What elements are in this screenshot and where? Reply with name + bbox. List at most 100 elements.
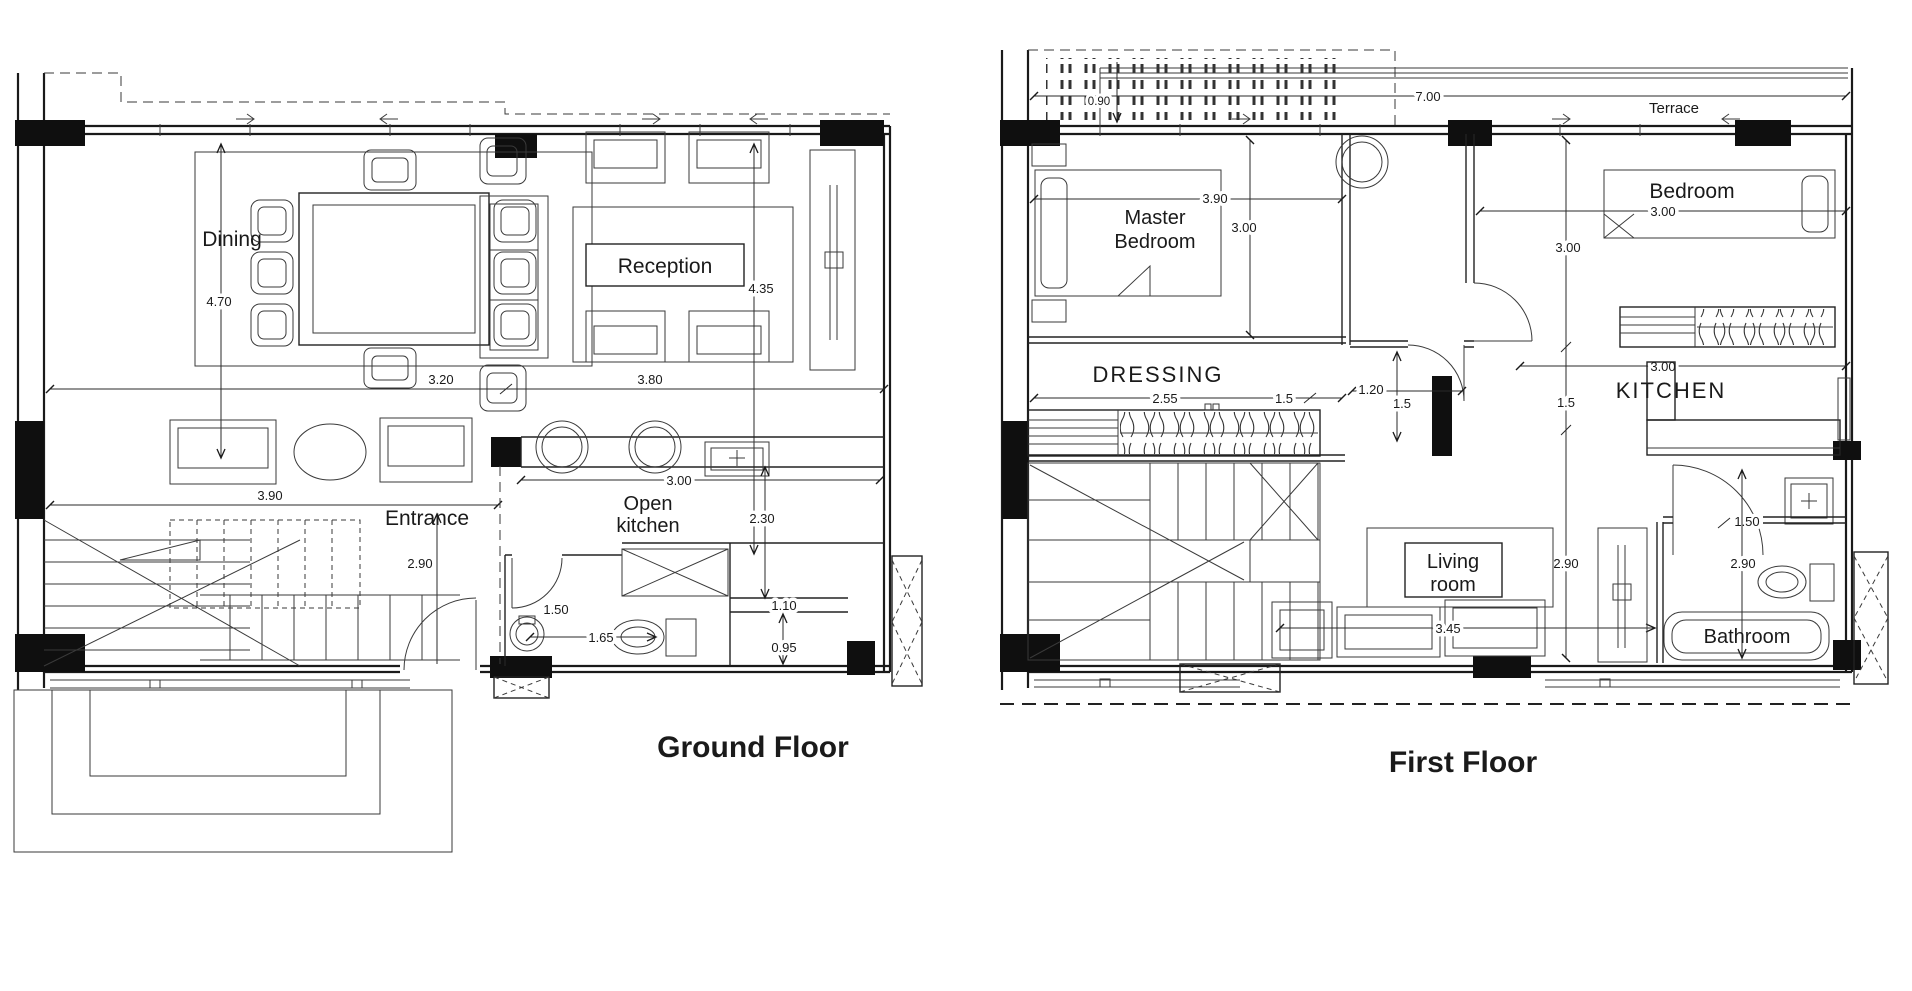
dim-kitchen-side: 1.5 xyxy=(1557,395,1575,410)
dim-master-width: 3.90 xyxy=(1202,191,1227,206)
terrace-label: Terrace xyxy=(1649,100,1699,117)
porch-vent xyxy=(493,676,550,699)
open-kitchen-label-2: kitchen xyxy=(616,515,679,537)
pillow xyxy=(1040,177,1068,289)
column xyxy=(1000,120,1060,146)
dim-store-depth: 0.95 xyxy=(771,640,796,655)
sitting-area xyxy=(169,417,473,485)
tv-unit xyxy=(809,149,856,371)
entrance-door-arc xyxy=(403,597,477,671)
column xyxy=(847,641,875,675)
column xyxy=(1833,640,1861,670)
bed xyxy=(1603,169,1836,239)
front-steps xyxy=(13,676,550,853)
dim-stair-width: 3.90 xyxy=(257,488,282,503)
ground-floor-title: Ground Floor xyxy=(657,731,849,764)
dim-living-depth: 2.90 xyxy=(1553,556,1578,571)
column xyxy=(15,634,85,672)
column xyxy=(1000,634,1060,672)
dim-entrance-depth: 2.90 xyxy=(407,556,432,571)
first-floor-columns xyxy=(1000,120,1861,678)
wc-area: 1.50 1.65 1.10 0.95 xyxy=(504,542,884,666)
living-room-area: Living room 3.45 xyxy=(1271,527,1657,663)
terrace-railing xyxy=(1046,58,1338,120)
dim-kitchen-width: 3.00 xyxy=(666,473,691,488)
washer-icon xyxy=(1784,477,1834,525)
column xyxy=(1448,120,1492,146)
ground-stairs xyxy=(43,519,460,667)
wc-door-arc xyxy=(511,557,563,609)
dim-dressing-width: 2.55 xyxy=(1152,391,1177,406)
ground-floor-walls xyxy=(16,72,892,690)
dressing-wardrobe xyxy=(1027,403,1321,457)
dim-kitchen-door: 1.50 xyxy=(1734,514,1759,529)
reception-area: Reception 4.35 xyxy=(479,131,856,556)
plus-icon xyxy=(1801,493,1817,509)
column xyxy=(1432,376,1452,456)
window-swing-icon xyxy=(1232,113,1740,125)
ground-floor-plan: Dining 4.70 Reception 4.35 xyxy=(13,72,923,853)
kitchen-counter xyxy=(520,436,884,468)
shower-box xyxy=(621,548,729,597)
reception-rug xyxy=(572,206,794,363)
column xyxy=(1473,656,1531,678)
dim-kitchen-depth: 2.30 xyxy=(749,511,774,526)
column xyxy=(1833,441,1861,460)
dim-hall-depth: 1.5 xyxy=(1393,396,1411,411)
column xyxy=(1002,421,1028,519)
master-bedroom-label-2: Bedroom xyxy=(1114,231,1195,253)
first-louver-bay xyxy=(1853,551,1889,685)
column xyxy=(1735,120,1791,146)
dim-wc-length: 1.65 xyxy=(588,630,613,645)
master-bedroom-label-1: Master xyxy=(1124,207,1185,229)
kitchen-door-arc xyxy=(1672,464,1764,556)
dim-hall-width: 1.20 xyxy=(1358,382,1383,397)
dim-reception-length: 4.35 xyxy=(748,281,773,296)
first-floor-plan: 7.00 0.90 Terrace 3.90 xyxy=(1000,49,1889,779)
dining-table xyxy=(298,192,490,346)
armchair xyxy=(169,419,277,485)
ground-mid-dims: 3.20 3.80 xyxy=(45,369,889,395)
dim-master-depth: 3.00 xyxy=(1231,220,1256,235)
nightstand xyxy=(1031,143,1067,167)
stair-balustrade xyxy=(200,594,460,661)
kitchen-tall-unit xyxy=(1646,361,1676,421)
column xyxy=(15,120,85,146)
dim-terrace-width: 7.00 xyxy=(1415,89,1440,104)
ground-louver-bay xyxy=(891,555,923,687)
store-shelf xyxy=(730,597,848,613)
dressing-area: DRESSING 2.55 1.5 1.20 1.5 xyxy=(1027,350,1467,457)
bathroom-label: Bathroom xyxy=(1704,626,1791,648)
master-bedroom-area: 3.90 3.00 Master Bedroom xyxy=(1029,135,1347,340)
plus-icon xyxy=(729,450,745,466)
window-shutter xyxy=(1837,377,1851,441)
entrance-area: 3.90 Entrance 2.90 xyxy=(45,466,503,671)
nightstand xyxy=(1031,299,1067,323)
bed xyxy=(1034,169,1222,297)
reception-label: Reception xyxy=(618,255,713,278)
first-floor-stairs xyxy=(1027,462,1321,693)
dim-bedroom-width: 3.00 xyxy=(1650,204,1675,219)
dim-bay-left: 3.20 xyxy=(428,372,453,387)
bedroom-door-arc xyxy=(1473,282,1533,342)
dim-dining-length: 4.70 xyxy=(206,294,231,309)
living-room-label-box xyxy=(1404,542,1503,598)
dim-store-width: 1.10 xyxy=(771,598,796,613)
bedroom-area: Bedroom 3.00 3.00 1.5 2.90 3.00 xyxy=(1475,135,1851,663)
kitchen-label: KITCHEN xyxy=(1616,378,1727,403)
toilet-icon xyxy=(1757,565,1807,599)
ceiling-fixture-icon xyxy=(1335,135,1389,189)
bedroom-label: Bedroom xyxy=(1649,180,1734,203)
dim-living-width: 3.45 xyxy=(1435,621,1460,636)
dim-bedroom-depth: 3.00 xyxy=(1555,240,1580,255)
pillow xyxy=(1801,175,1829,233)
dim-terrace-setback: 0.90 xyxy=(1088,96,1110,108)
roof-overhang-dashed-line xyxy=(44,72,890,115)
terrace-area: 7.00 0.90 Terrace xyxy=(1028,49,1851,126)
stair-landing xyxy=(1149,539,1251,583)
open-kitchen-area: 3.00 Open kitchen 2.30 xyxy=(516,420,885,600)
living-room-label-1: Living xyxy=(1427,551,1479,573)
